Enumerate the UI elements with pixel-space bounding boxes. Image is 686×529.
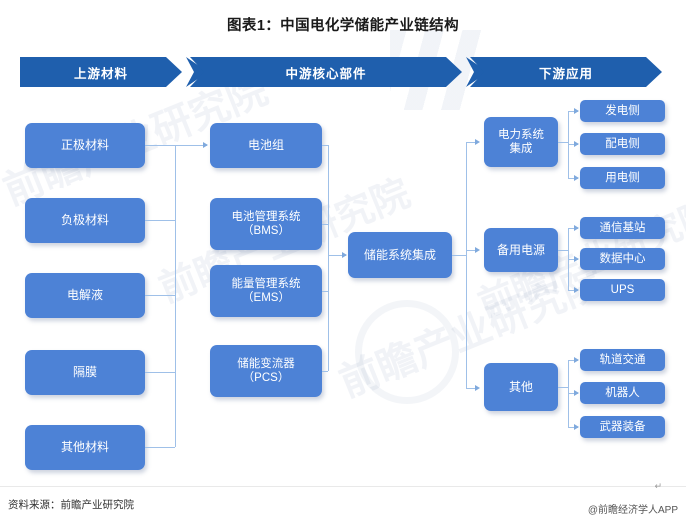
connector-line — [568, 111, 578, 112]
connector-line — [568, 393, 578, 394]
node-backup-power[interactable]: 备用电源 — [484, 228, 558, 272]
node-ups[interactable]: UPS — [580, 279, 665, 301]
connector-line — [558, 142, 568, 143]
arrow-head — [574, 140, 579, 147]
connector-line — [568, 144, 578, 145]
arrow-head — [574, 224, 579, 231]
connector-line — [558, 387, 568, 388]
arrow-head — [475, 384, 480, 391]
connector-line — [568, 259, 578, 260]
connector-line — [558, 250, 568, 251]
arrow-head — [574, 107, 579, 114]
connector-line — [145, 447, 175, 448]
connector-line — [466, 388, 478, 389]
connector-bus-midstream — [328, 145, 329, 371]
connector-line — [466, 250, 478, 251]
connector-line — [452, 255, 466, 256]
node-distribution-side[interactable]: 配电侧 — [580, 133, 665, 155]
arrow-head — [574, 389, 579, 396]
connector-bus-upstream — [175, 145, 176, 447]
watermark-circle — [355, 300, 459, 404]
arrow-head — [574, 174, 579, 181]
arrow-head — [574, 255, 579, 262]
node-separator[interactable]: 隔膜 — [25, 350, 145, 395]
arrow-head — [475, 246, 480, 253]
chart-title: 图表1：中国电化学储能产业链结构 — [227, 18, 459, 34]
connector-line — [322, 291, 328, 292]
arrow-head — [574, 356, 579, 363]
node-other-applications[interactable]: 其他 — [484, 363, 558, 411]
banner-midstream: 中游核心部件 — [190, 57, 462, 87]
node-electrolyte[interactable]: 电解液 — [25, 273, 145, 318]
source-note: 资料来源：前瞻产业研究院 — [8, 499, 134, 511]
connector-line — [568, 290, 578, 291]
arrow-head — [475, 138, 480, 145]
connector-line — [568, 228, 578, 229]
arrow-head — [342, 251, 347, 258]
node-power-system-integration[interactable]: 电力系统 集成 — [484, 117, 558, 167]
connector-line — [145, 295, 175, 296]
connector-line — [328, 255, 346, 256]
connector-line — [145, 220, 175, 221]
connector-line — [145, 372, 175, 373]
node-communication-base-station[interactable]: 通信基站 — [580, 217, 665, 239]
connector-line — [145, 145, 175, 146]
node-ems[interactable]: 能量管理系统 （EMS） — [210, 265, 322, 317]
node-cathode-material[interactable]: 正极材料 — [25, 123, 145, 168]
node-other-materials[interactable]: 其他材料 — [25, 425, 145, 470]
cursor-marker: ↵ — [654, 481, 662, 491]
node-consumption-side[interactable]: 用电侧 — [580, 167, 665, 189]
node-generation-side[interactable]: 发电侧 — [580, 100, 665, 122]
node-pcs[interactable]: 储能变流器 （PCS） — [210, 345, 322, 397]
connector-line — [466, 142, 478, 143]
connector-line — [322, 371, 328, 372]
connector-line — [568, 360, 578, 361]
node-anode-material[interactable]: 负极材料 — [25, 198, 145, 243]
connector-line — [322, 224, 328, 225]
banner-upstream: 上游材料 — [20, 57, 182, 87]
connector-line — [568, 427, 578, 428]
connector-line — [175, 145, 207, 146]
banner-downstream: 下游应用 — [470, 57, 662, 87]
node-rail-transit[interactable]: 轨道交通 — [580, 349, 665, 371]
node-robotics[interactable]: 机器人 — [580, 382, 665, 404]
node-bms[interactable]: 电池管理系统 （BMS） — [210, 198, 322, 250]
node-battery-pack[interactable]: 电池组 — [210, 123, 322, 168]
footer-divider — [0, 486, 686, 487]
arrow-head — [203, 141, 208, 148]
app-watermark-label: @前瞻经济学人APP — [587, 505, 678, 516]
arrow-head — [574, 286, 579, 293]
node-weapons-equipment[interactable]: 武器装备 — [580, 416, 665, 438]
connector-line — [568, 178, 578, 179]
arrow-head — [574, 423, 579, 430]
connector-bus-downstream — [466, 142, 467, 388]
node-data-center[interactable]: 数据中心 — [580, 248, 665, 270]
connector-line — [322, 145, 328, 146]
node-storage-system-integration[interactable]: 储能系统集成 — [348, 232, 452, 278]
